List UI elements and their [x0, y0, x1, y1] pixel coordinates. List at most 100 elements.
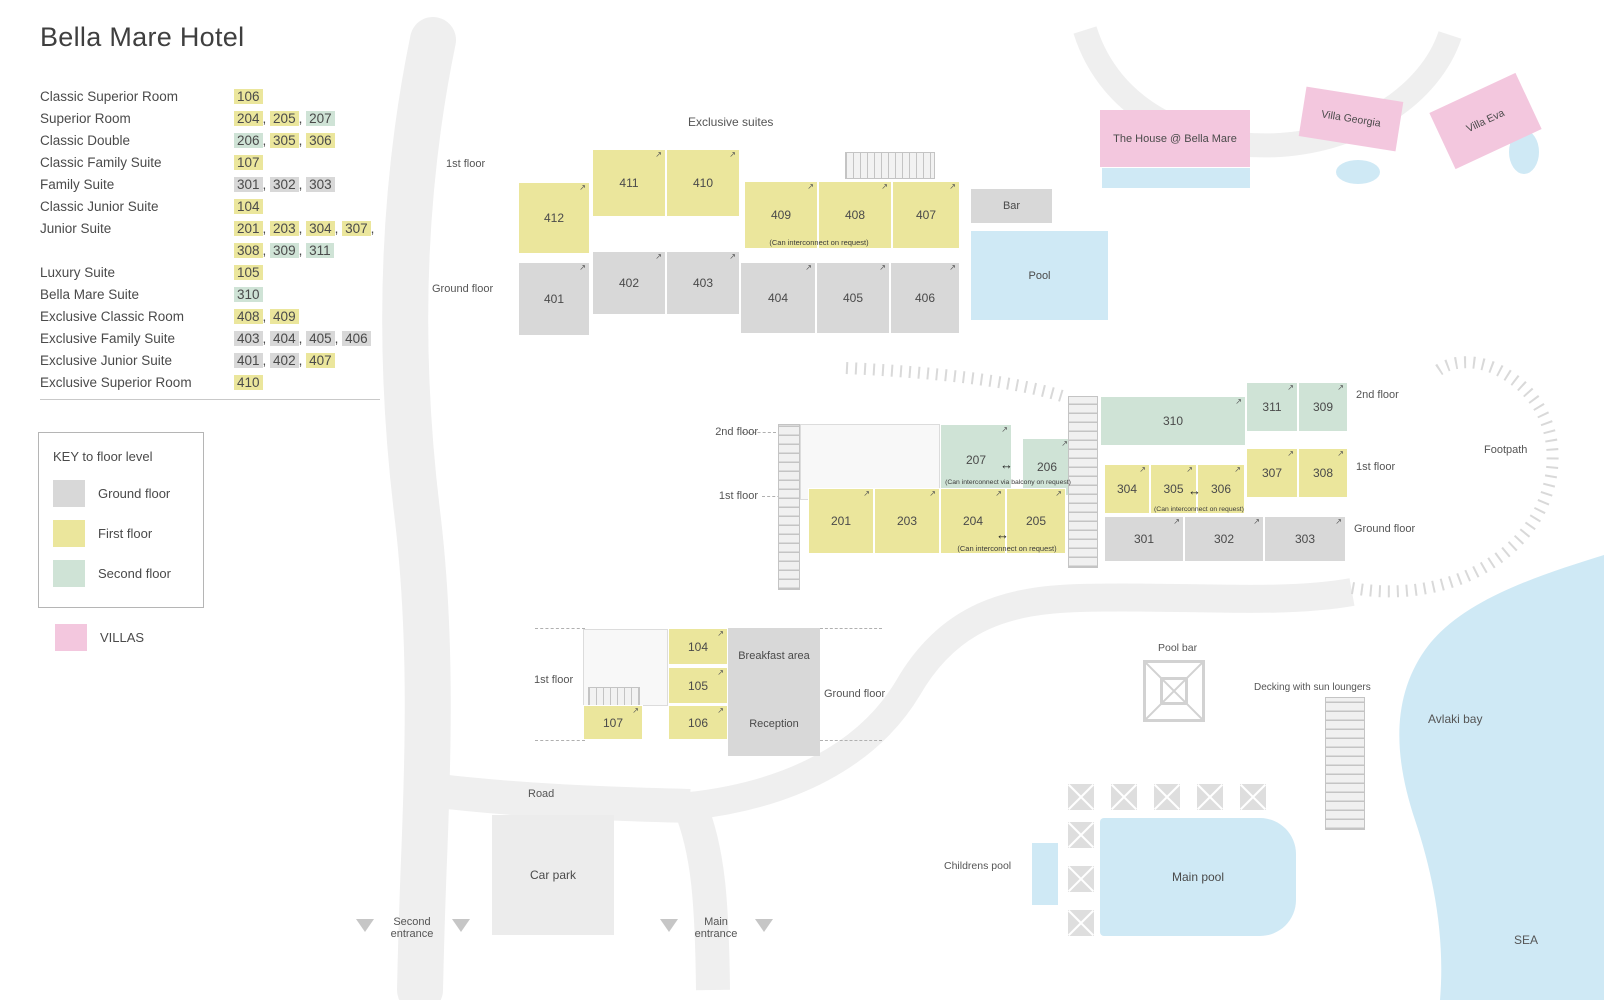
entrance-arrow-icon: [452, 919, 470, 932]
umbrella-icon: [1068, 784, 1094, 810]
room-number: 201: [830, 514, 852, 528]
room-number: 309: [1312, 400, 1334, 414]
key-item-label: Second floor: [98, 566, 171, 581]
floor-key-title: KEY to floor level: [53, 449, 153, 464]
room-301: 301↗: [1104, 516, 1184, 562]
room-number: 409: [770, 208, 792, 222]
door-arrow-icon: ↗: [1287, 449, 1294, 458]
interconnect-arrow-icon: ↔: [1188, 483, 1201, 498]
umbrella-icon: [1240, 784, 1266, 810]
legend-room-number: 309: [270, 243, 299, 258]
ground-floor-swatch: [53, 480, 85, 507]
first-floor-label-top: 1st floor: [446, 158, 486, 170]
room-410: 410↗: [666, 149, 740, 217]
legend-room-number: 201: [234, 221, 263, 236]
legend-room-number: 410: [234, 375, 263, 390]
legend-room-number: 310: [234, 287, 263, 302]
floor-divider-dash: [535, 628, 585, 629]
pool-label: Pool: [1028, 269, 1051, 282]
room-number: 406: [914, 291, 936, 305]
bar-building: Bar: [971, 189, 1052, 223]
second-floor-swatch: [53, 560, 85, 587]
room-number: 306: [1210, 482, 1232, 496]
legend-room-number: 311: [306, 243, 334, 258]
door-arrow-icon: ↗: [1055, 489, 1062, 498]
room-number: 303: [1294, 532, 1316, 546]
room-number: 206: [1036, 460, 1058, 474]
room-402: 402↗: [592, 251, 666, 315]
door-arrow-icon: ↗: [995, 489, 1002, 498]
house-pool: [1102, 168, 1250, 188]
room-302: 302↗: [1184, 516, 1264, 562]
door-arrow-icon: ↗: [655, 150, 662, 159]
main-pool: Main pool: [1100, 818, 1296, 936]
legend-room-number: 305: [270, 133, 299, 148]
room-203: 203↗: [874, 488, 940, 554]
room-number: 402: [618, 276, 640, 290]
road-label: Road: [528, 788, 555, 800]
legend-room-number: 406: [342, 331, 371, 346]
pool-bar-label: Pool bar: [1158, 642, 1198, 654]
stairs: [1068, 396, 1098, 568]
room-number: 311: [1262, 400, 1282, 414]
room-311: 311↗: [1246, 382, 1298, 432]
first-floor-label-mid-right: 1st floor: [1356, 461, 1396, 473]
legend-room-numbers: 301, 302, 303: [234, 174, 380, 196]
decking-label: Decking with sun loungers: [1254, 682, 1371, 693]
door-arrow-icon: ↗: [1335, 517, 1342, 526]
legend-room-numbers: 106: [234, 86, 380, 108]
the-house-building: The House @ Bella Mare: [1100, 110, 1250, 167]
room-number: 401: [543, 292, 565, 306]
legend-room-numbers: 206, 305, 306: [234, 130, 380, 152]
door-arrow-icon: ↗: [1139, 465, 1146, 474]
room-207: 207↗: [940, 424, 1012, 496]
legend-room-number: 307: [342, 221, 371, 236]
entrance-arrow-icon: [755, 919, 773, 932]
room-number: 304: [1116, 482, 1138, 496]
door-arrow-icon: ↗: [1001, 425, 1008, 434]
legend-room-numbers: 403, 404, 405, 406: [234, 328, 380, 350]
room-number: 104: [687, 639, 709, 654]
interconnect-balcony-note: (Can interconnect via balcony on request…: [945, 479, 1071, 486]
legend-room-type: Classic Family Suite: [40, 155, 162, 170]
floor-divider-dash: [820, 628, 882, 629]
door-arrow-icon: ↗: [1337, 449, 1344, 458]
breakfast-area-label: Breakfast area: [738, 650, 810, 662]
pool: Pool: [971, 231, 1108, 320]
room-number: 203: [896, 514, 918, 528]
road-villas: [1073, 26, 1462, 158]
legend-room-number: 403: [234, 331, 263, 346]
room-number: 301: [1133, 532, 1155, 546]
car-park: Car park: [492, 815, 614, 935]
room-303: 303 ↗: [1264, 516, 1346, 562]
room-number: 310: [1162, 414, 1184, 428]
door-arrow-icon: ↗: [1186, 465, 1193, 474]
road-east: [688, 578, 1355, 820]
room-403: 403↗: [666, 251, 740, 315]
legend-room-number: 402: [270, 353, 299, 368]
legend-room-numbers: 408, 409: [234, 306, 380, 328]
main-pool-label: Main pool: [1171, 870, 1225, 884]
door-arrow-icon: ↗: [805, 263, 812, 272]
umbrella-icon: [1111, 784, 1137, 810]
legend-room-number: 405: [306, 331, 335, 346]
room-number: 204: [962, 514, 984, 528]
door-arrow-icon: ↗: [717, 668, 724, 677]
door-arrow-icon: ↗: [863, 489, 870, 498]
floor-divider-dash: [535, 740, 585, 741]
room-number: 411: [619, 176, 639, 190]
legend-room-type: Bella Mare Suite: [40, 287, 140, 302]
floor-key-box: KEY to floor level Ground floor First fl…: [38, 432, 204, 608]
legend-room-numbers: 107: [234, 152, 380, 174]
legend-room-numbers: 310: [234, 284, 380, 306]
room-number: 107: [602, 715, 624, 730]
room-number: 412: [543, 211, 565, 225]
footpath-ticks-top: [845, 362, 1064, 402]
